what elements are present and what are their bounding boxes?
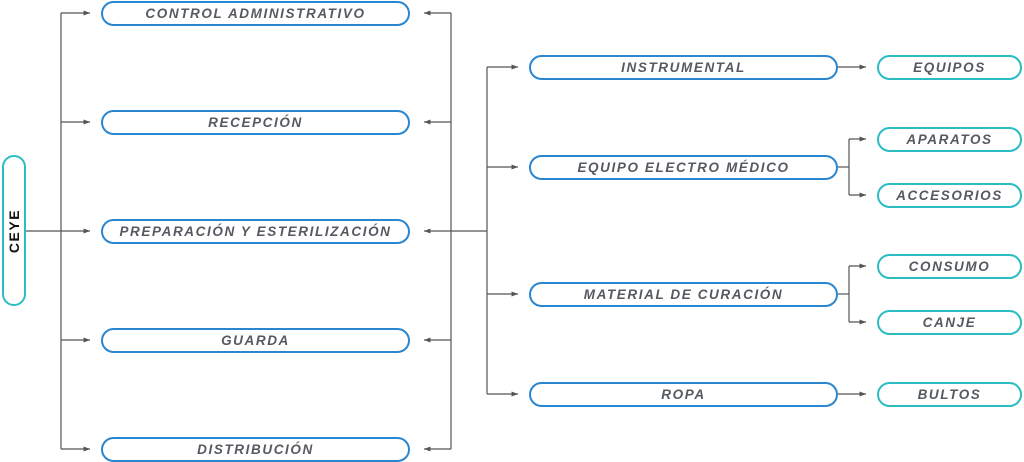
node-aparatos: APARATOS: [877, 127, 1022, 152]
node-label: GUARDA: [221, 333, 290, 348]
node-label: CONTROL ADMINISTRATIVO: [145, 6, 366, 21]
node-label: RECEPCIÓN: [208, 115, 303, 130]
node-recepcion: RECEPCIÓN: [101, 110, 410, 135]
node-distribucion: DISTRIBUCIÓN: [101, 437, 410, 462]
node-consumo: CONSUMO: [877, 254, 1022, 279]
node-canje: CANJE: [877, 310, 1022, 335]
node-label: PREPARACIÓN Y ESTERILIZACIÓN: [119, 224, 392, 239]
node-label: EQUIPOS: [913, 60, 986, 75]
node-label: APARATOS: [906, 132, 993, 147]
node-label: CANJE: [922, 315, 977, 330]
node-material-de-curacion: MATERIAL DE CURACIÓN: [529, 282, 838, 307]
node-accesorios: ACCESORIOS: [877, 183, 1022, 208]
root-node-ceye: CEYE: [2, 155, 26, 306]
node-label: MATERIAL DE CURACIÓN: [583, 287, 784, 302]
node-label: INSTRUMENTAL: [621, 60, 746, 75]
node-label: DISTRIBUCIÓN: [197, 442, 314, 457]
node-label: CONSUMO: [908, 259, 991, 274]
node-equipo-electro-medico: EQUIPO ELECTRO MÉDICO: [529, 155, 838, 180]
node-label: EQUIPO ELECTRO MÉDICO: [577, 160, 790, 175]
node-label: ROPA: [661, 387, 706, 402]
node-guarda: GUARDA: [101, 328, 410, 353]
node-label: BULTOS: [917, 387, 982, 402]
root-label: CEYE: [6, 208, 22, 253]
node-label: ACCESORIOS: [896, 188, 1003, 203]
node-ropa: ROPA: [529, 382, 838, 407]
node-instrumental: INSTRUMENTAL: [529, 55, 838, 80]
node-preparacion-esterilizacion: PREPARACIÓN Y ESTERILIZACIÓN: [101, 219, 410, 244]
node-bultos: BULTOS: [877, 382, 1022, 407]
node-control-administrativo: CONTROL ADMINISTRATIVO: [101, 1, 410, 26]
node-equipos: EQUIPOS: [877, 55, 1022, 80]
